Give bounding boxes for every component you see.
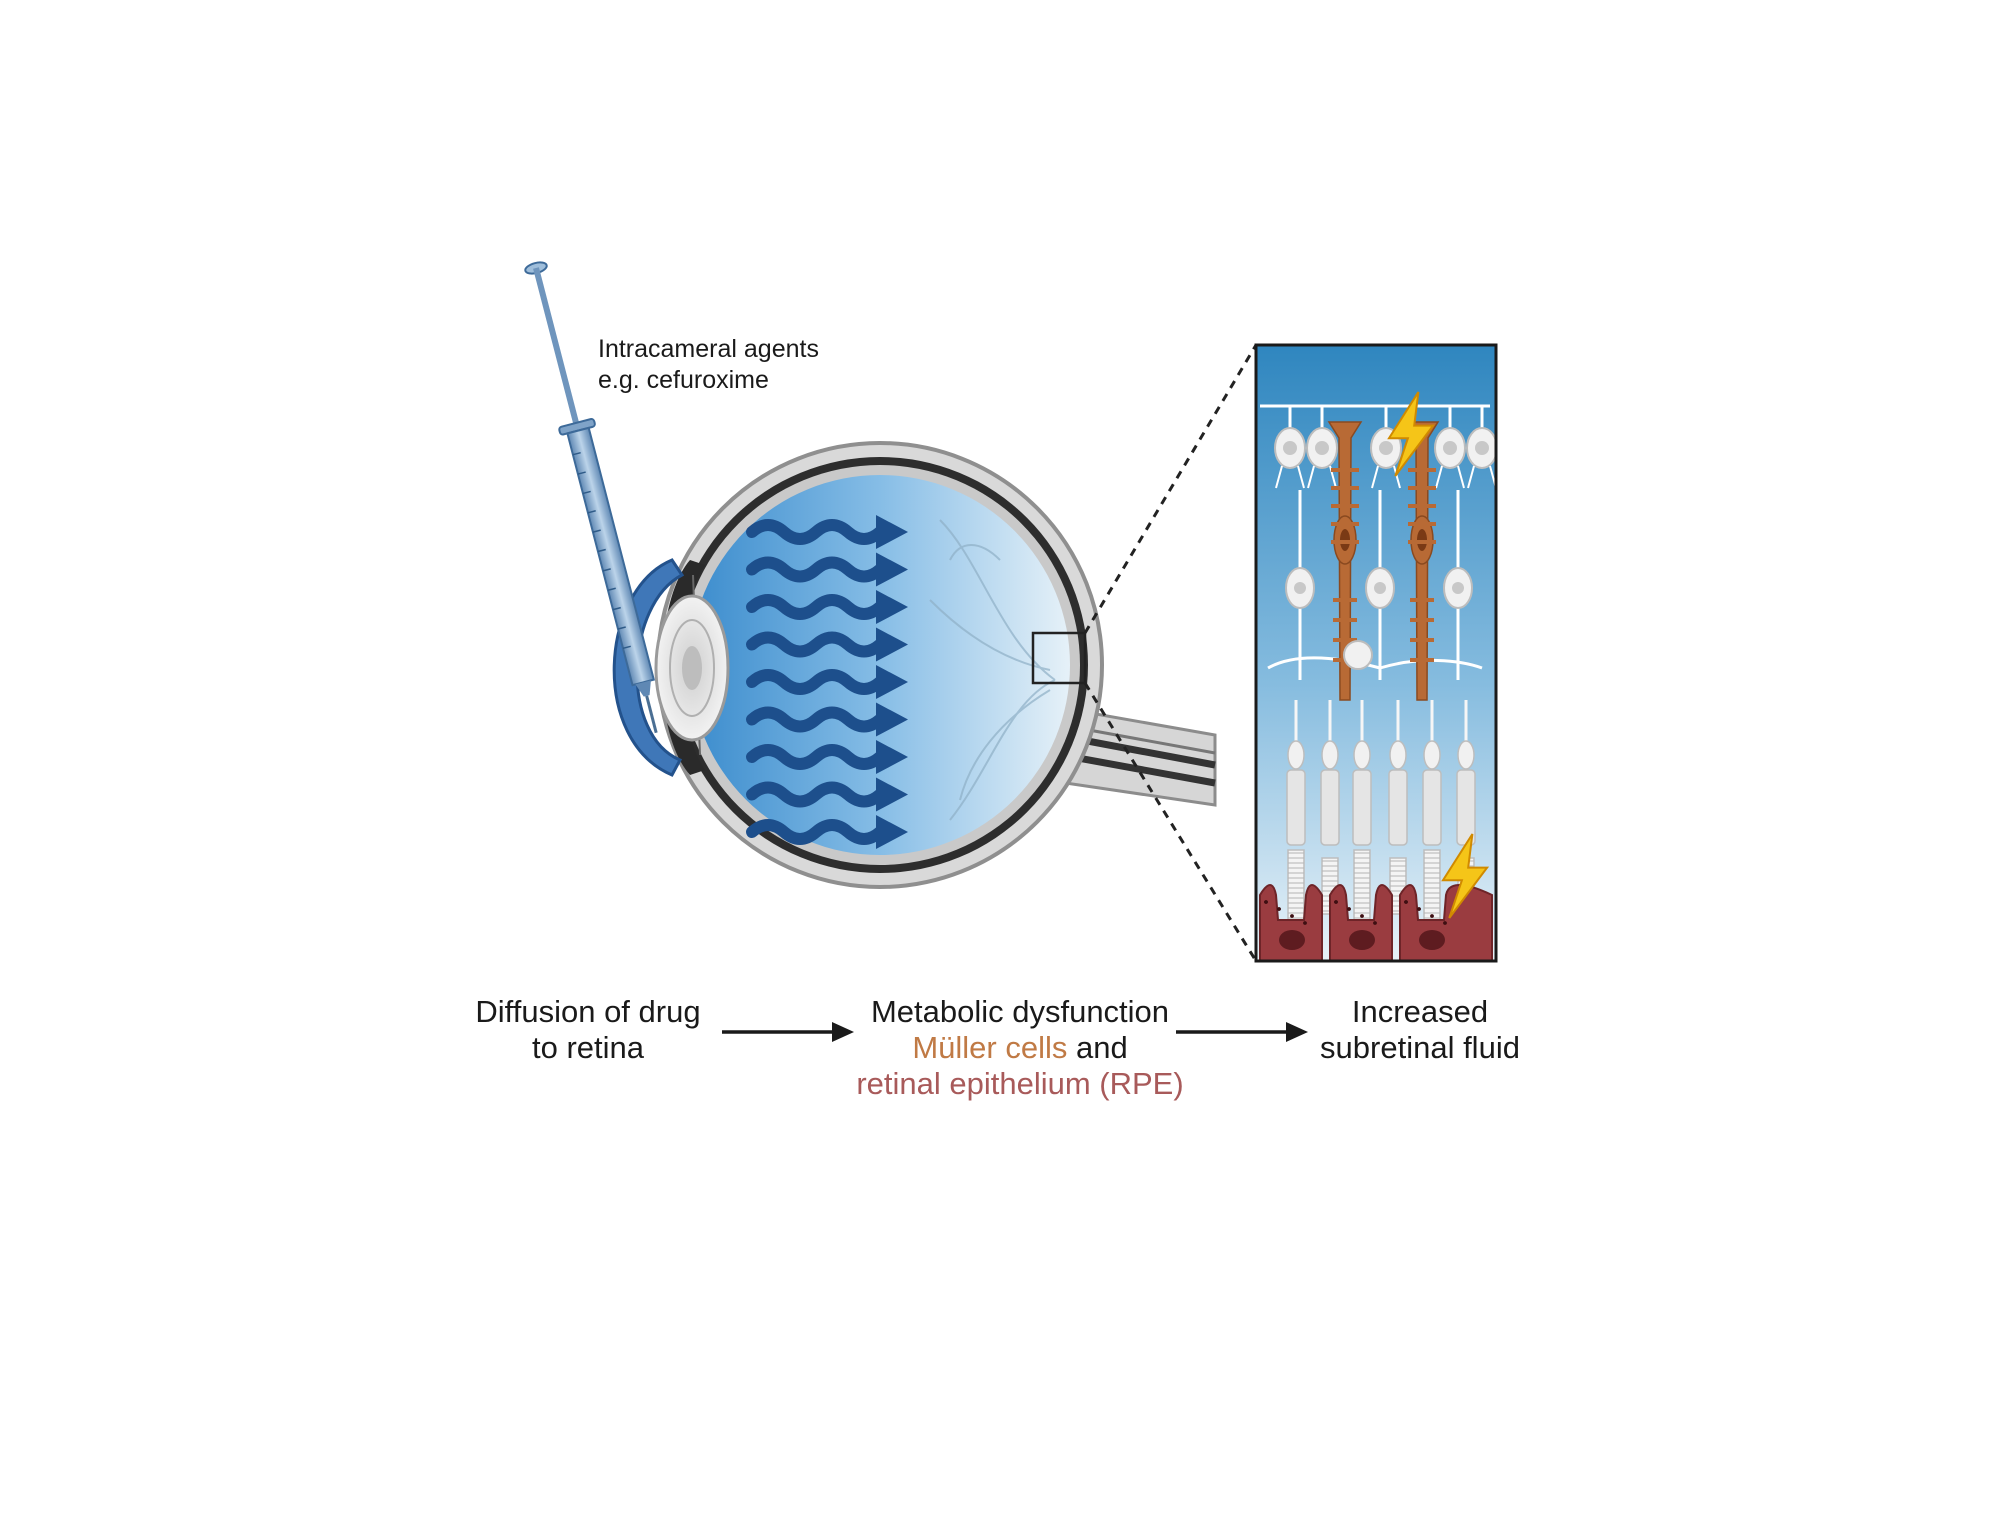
syringe-icon: [524, 261, 658, 734]
diffusion-arrow-icon: [746, 519, 886, 545]
step-diffusion: Diffusion of drug to retina: [430, 994, 746, 1066]
step-subretinal-fluid: Increased subretinal fluid: [1270, 994, 1570, 1066]
zoom-indicator: [1031, 344, 1258, 962]
and-text: and: [1067, 1030, 1128, 1065]
rod-cell: [1423, 740, 1441, 770]
step3-line1: Increased: [1351, 994, 1489, 1029]
diffusion-arrow-icon: [746, 744, 886, 770]
eye-cross-section: [612, 441, 1104, 889]
agent-label-line1: Intracameral agents: [598, 335, 819, 363]
flow-arrow-2: [1176, 1022, 1308, 1042]
rod-cell: [1353, 740, 1371, 770]
diffusion-arrow-icon: [746, 669, 886, 695]
rpe-cell: [1259, 884, 1323, 961]
cone-cell: [1389, 740, 1407, 770]
step1-line1: Diffusion of drug: [475, 994, 701, 1029]
cone-cell: [1457, 740, 1475, 770]
step1-line2: to retina: [531, 1030, 644, 1065]
cone-cell: [1321, 740, 1339, 770]
agent-label-line2: e.g. cefuroxime: [598, 366, 769, 394]
diffusion-arrows: [746, 515, 908, 849]
muller-cells-text: Müller cells: [912, 1030, 1068, 1065]
step3-line2: subretinal fluid: [1320, 1030, 1520, 1065]
step2-line1: Metabolic dysfunction: [870, 994, 1170, 1029]
rpe-text: retinal epithelium (RPE): [856, 1066, 1184, 1101]
lightning-icon: [1441, 833, 1490, 919]
flow-arrow-1: [722, 1022, 854, 1042]
rpe-cell: [1329, 884, 1393, 961]
retina-inset: [1254, 343, 1498, 963]
intracameral-agent-label: Intracameral agents e.g. cefuroxime: [598, 334, 819, 396]
step-metabolic-dysfunction: Metabolic dysfunction Müller cells and r…: [830, 994, 1210, 1102]
lightning-icon: [1387, 391, 1436, 477]
diffusion-arrow-icon: [746, 781, 886, 808]
diffusion-arrow-icon: [746, 819, 886, 845]
diffusion-arrow-icon: [746, 706, 886, 733]
rod-cell: [1287, 740, 1305, 770]
diffusion-arrow-icon: [746, 631, 886, 658]
diffusion-arrow-icon: [746, 556, 886, 583]
diffusion-arrow-icon: [746, 594, 886, 620]
